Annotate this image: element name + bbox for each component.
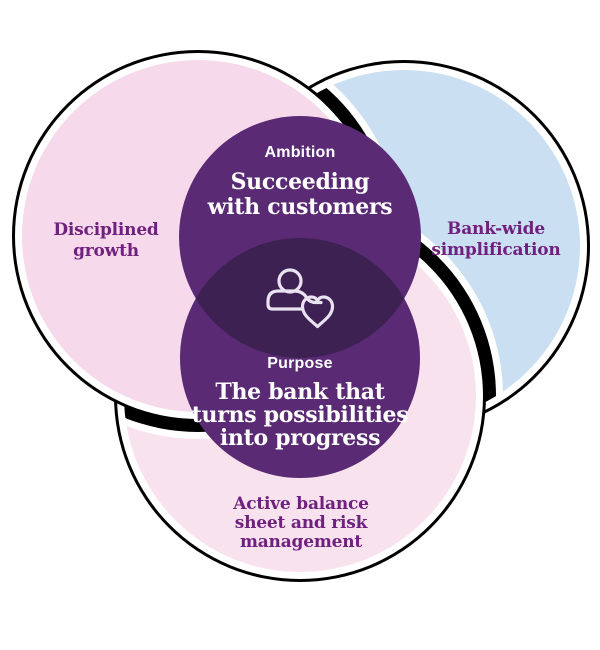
ambition-label: Ambition [264, 144, 336, 161]
balance-management-label: Active balance sheet and risk management [233, 494, 369, 552]
person-with-heart-icon [266, 268, 335, 329]
purpose-title: The bank that turns possibilities into p… [191, 379, 409, 451]
bankwide-simplification-label: Bank-wide simplification [431, 219, 561, 260]
purpose-label: Purpose [267, 355, 333, 372]
heart-icon [300, 295, 335, 329]
overlap-lens [180, 238, 420, 358]
ambition-title: Succeeding with customers [207, 169, 393, 220]
disciplined-growth-label: Disciplined growth [53, 220, 159, 261]
person-body-icon [266, 289, 323, 311]
